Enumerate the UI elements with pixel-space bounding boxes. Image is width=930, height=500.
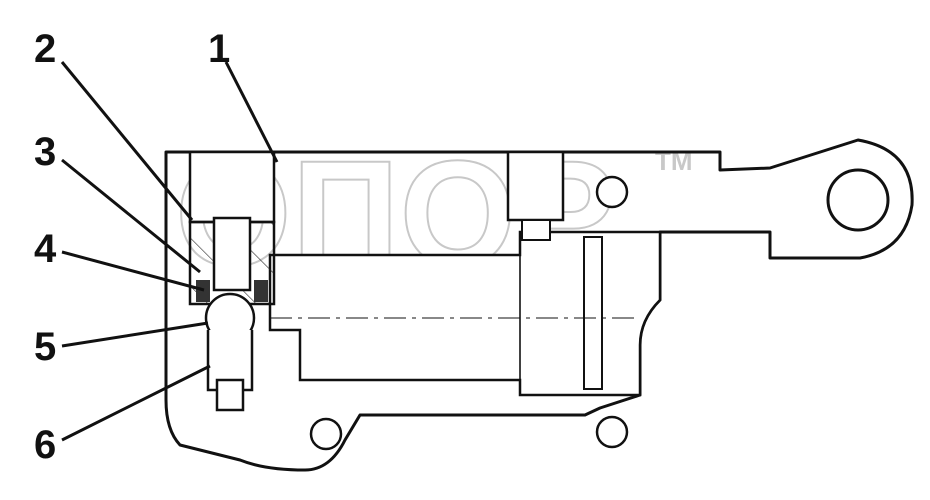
bolt-hole-lower-right [595,415,629,449]
bolt-hole-lower-left [309,417,343,451]
bolt-hole-upper [595,175,629,209]
o-ring-right [254,280,268,302]
housing [164,138,914,472]
valve-assembly [188,216,276,412]
fitting-cavity [188,150,276,224]
callout-4: 4 [34,227,57,271]
leader-lines [60,61,279,442]
callout-5: 5 [34,325,56,369]
leader-3 [61,158,201,274]
leader-5 [61,321,209,348]
callout-labels: 1 2 3 4 5 6 [34,27,230,467]
plug-screw [215,378,245,412]
top-port-neck [521,219,551,241]
callout-3: 3 [34,130,56,174]
mounting-eye-hole [826,168,890,232]
callout-1: 1 [208,27,230,71]
valve-stem-bore [212,216,252,292]
bore-groove [583,236,603,390]
leader-6 [61,364,211,442]
leader-4 [61,250,205,292]
top-port [506,150,565,222]
central-bore [268,230,662,397]
callout-2: 2 [34,27,56,71]
callout-6: 6 [34,423,56,467]
leader-1 [224,61,279,163]
leader-2 [60,61,194,221]
